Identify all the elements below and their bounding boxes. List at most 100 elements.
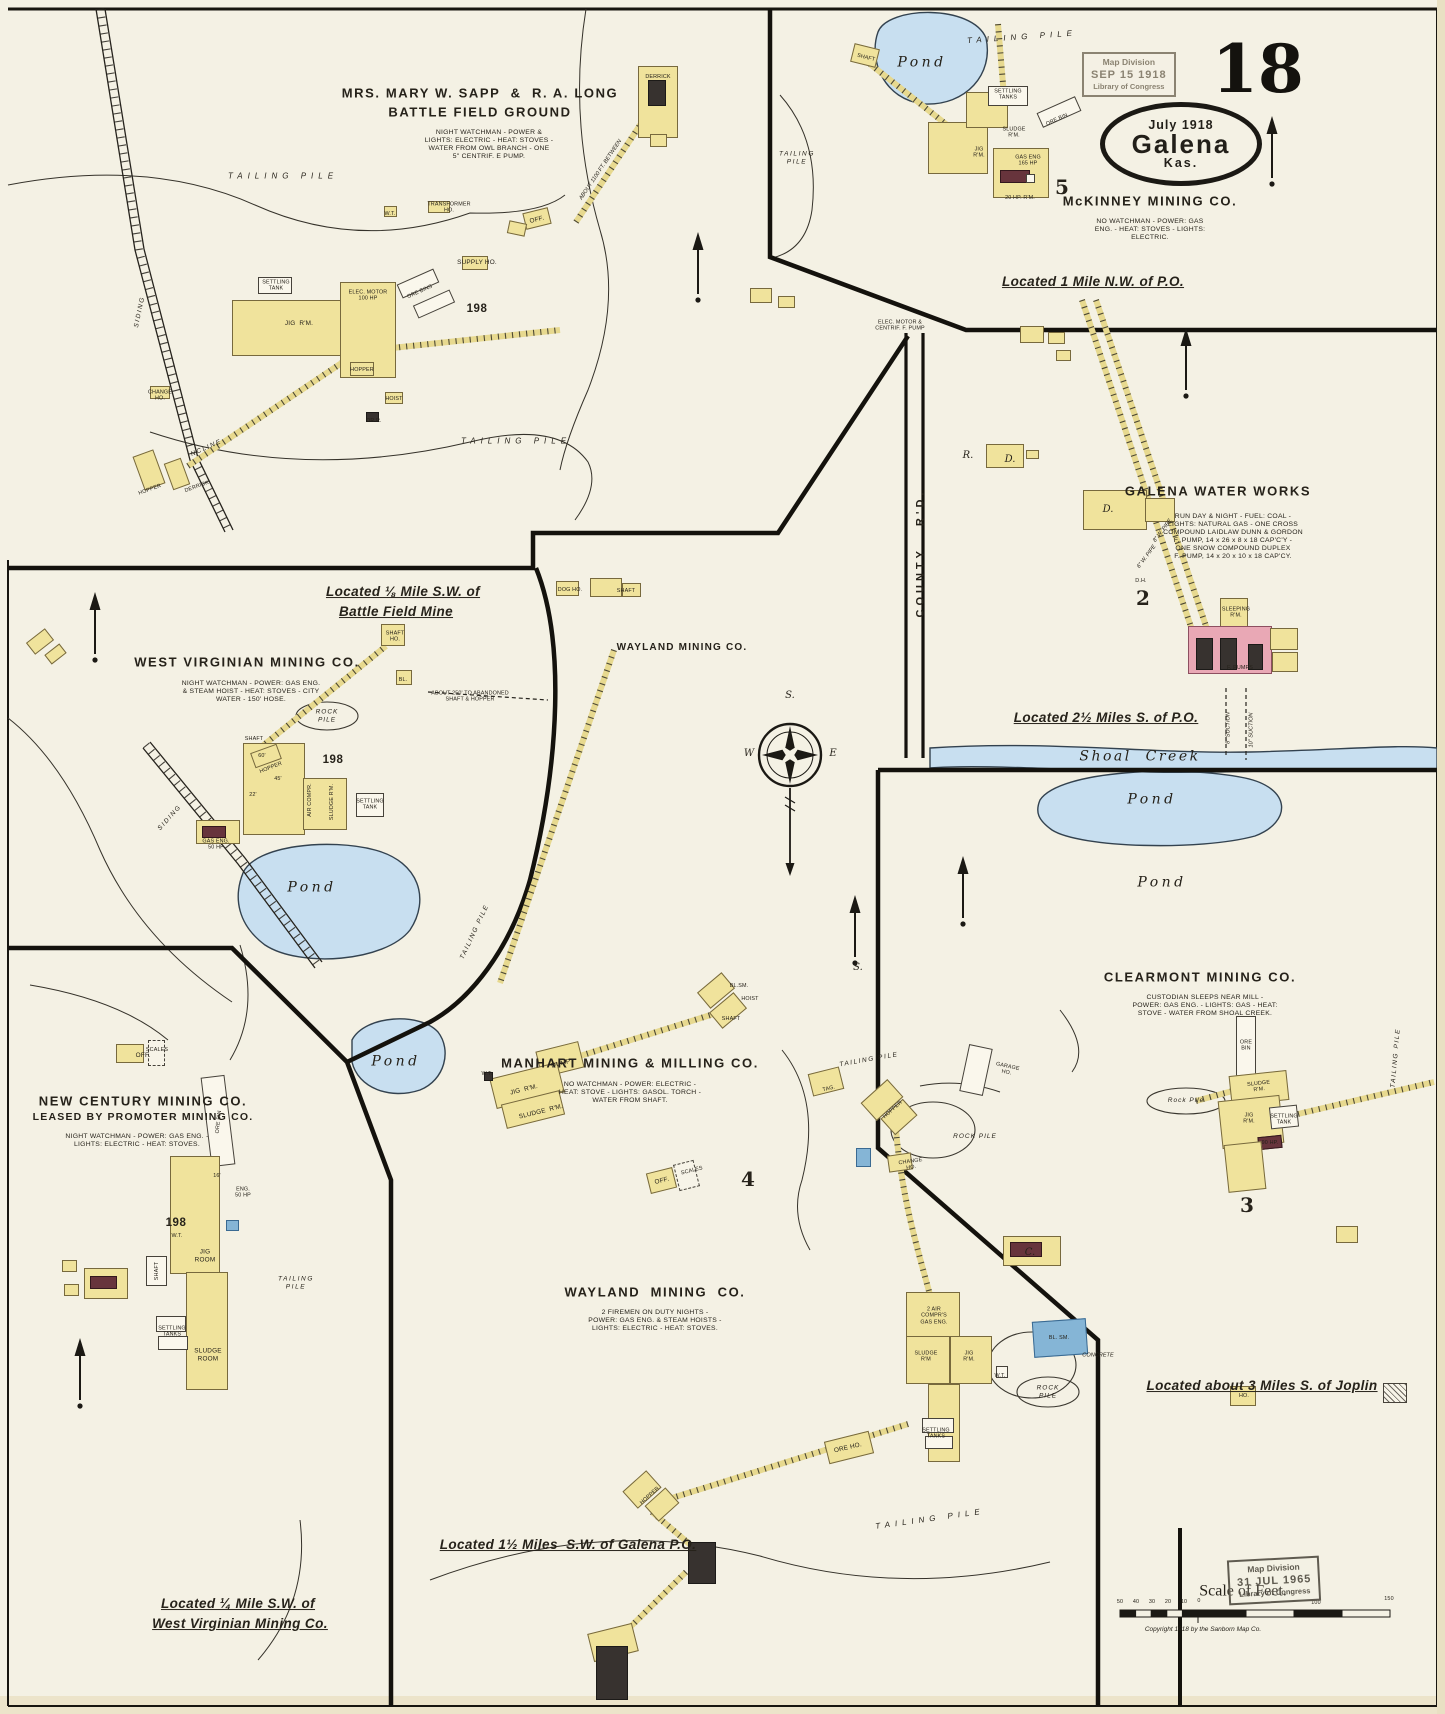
- library-stamp-1918: Map Division SEP 15 1918 Library of Cong…: [1082, 52, 1176, 98]
- map-label: 150: [1384, 1595, 1394, 1602]
- building: [1196, 638, 1213, 670]
- map-label: S.: [785, 690, 795, 702]
- map-label: Pond: [1137, 874, 1187, 891]
- building: [1270, 628, 1298, 650]
- building: [385, 392, 403, 404]
- map-label: GALENA WATER WORKS: [1124, 483, 1312, 499]
- map-label: 40: [1132, 1598, 1140, 1605]
- map-label: Located about 3 Miles S. of Joplin: [1146, 1378, 1378, 1394]
- pond-shapes: [237, 11, 1438, 1095]
- map-label: CHANGE HO.: [148, 389, 172, 402]
- building: [1223, 1141, 1267, 1193]
- map-label: SETTLING TANK: [356, 798, 384, 811]
- map-label: SHAFT HO.: [385, 630, 405, 643]
- map-label: Located 2½ Miles S. of P.O.: [1013, 710, 1199, 726]
- building: [226, 1220, 239, 1231]
- map-label: HOPPER: [350, 366, 374, 373]
- building: [1220, 638, 1237, 670]
- map-label: Battle Field Mine: [338, 604, 454, 620]
- map-label: SLUDGE R'M.: [1002, 126, 1026, 139]
- building: [90, 1276, 117, 1289]
- map-label: BL.SM.: [729, 982, 749, 989]
- building: [556, 581, 579, 596]
- map-label: SETTLING TANK: [1270, 1113, 1298, 1126]
- map-label: SHAFT: [244, 735, 264, 742]
- map-label: SCALES: [145, 1046, 169, 1053]
- map-label: SLUDGE ROOM: [194, 1347, 222, 1362]
- map-label: ABOUT 250' TO ABANDONED SHAFT & HOPPER: [431, 690, 509, 703]
- map-label: 20 HP. R'M.: [1005, 194, 1035, 201]
- map-label: SLUDGE R'M.: [328, 783, 335, 821]
- map-label: WEST VIRGINIAN MINING CO.: [134, 654, 360, 670]
- map-label: 100: [1311, 1599, 1321, 1606]
- building: [64, 1284, 79, 1296]
- building: [350, 362, 374, 376]
- building: [925, 1436, 953, 1449]
- map-label: SUPPLY HO.: [457, 259, 497, 267]
- map-label: AIR COMPR.: [306, 783, 313, 817]
- map-label: RUN DAY & NIGHT - FUEL: COAL - LIGHTS: N…: [1163, 512, 1303, 561]
- building: [232, 300, 358, 356]
- map-label: D.: [1004, 454, 1016, 466]
- map-label: NIGHT WATCHMAN - POWER: GAS ENG. - LIGHT…: [65, 1132, 209, 1148]
- building: [648, 80, 666, 106]
- map-label: GAS ENG 165 HP: [1015, 154, 1041, 167]
- map-label: SLEEPING R'M.: [1221, 606, 1251, 619]
- map-label: W: [743, 748, 755, 760]
- map-label: DERRICK: [645, 73, 671, 80]
- map-label: JIG ROOM: [194, 1248, 216, 1263]
- map-label: 2 AIR COMPR'S GAS ENG.: [920, 1306, 948, 1326]
- map-label: NO WATCHMAN - POWER: ELECTRIC - HEAT: ST…: [558, 1080, 702, 1105]
- map-label: Copyright 1918 by the Sanborn Map Co.: [1144, 1626, 1262, 1634]
- map-label: SHAFT: [721, 1015, 741, 1022]
- map-label: 2 FIREMEN ON DUTY NIGHTS - POWER: GAS EN…: [588, 1308, 722, 1333]
- map-label: 4: [741, 1167, 755, 1192]
- map-label: JIG R'M.: [963, 1350, 975, 1363]
- map-label: 90 HP.: [1261, 1139, 1279, 1146]
- map-label: ELEC. MOTOR & CENTRIF. F. PUMP: [875, 319, 925, 332]
- stamp-line: Map Division: [1102, 57, 1156, 67]
- building: [1383, 1383, 1407, 1403]
- map-label: TAILING PILE: [227, 171, 339, 181]
- building: [928, 122, 988, 174]
- map-label: 50: [1116, 1598, 1124, 1605]
- map-label: DR.R.: [366, 417, 382, 424]
- building: [150, 386, 170, 399]
- map-label: 198: [322, 754, 344, 767]
- map-label: Scale of Feet.: [1199, 1582, 1287, 1600]
- map-label: Shoal Creek: [1079, 748, 1201, 765]
- building: [1056, 350, 1071, 361]
- map-label: Located 1½ Miles S.W. of Galena P.O.: [439, 1537, 697, 1553]
- map-label: ROCK PILE: [953, 1133, 997, 1141]
- map-label: LEASED BY PROMOTER MINING CO.: [32, 1110, 254, 1123]
- map-label: SETTLING TANKS: [994, 88, 1022, 101]
- map-label: Rock Pile: [1167, 1097, 1205, 1105]
- map-label: HOIST: [385, 395, 403, 402]
- map-label: 8" SUCTION: [1225, 712, 1232, 744]
- map-label: NIGHT WATCHMAN - POWER & LIGHTS: ELECTRI…: [424, 128, 554, 161]
- building: [1026, 174, 1035, 183]
- building: [462, 256, 488, 270]
- map-label: W.T.: [994, 1372, 1006, 1379]
- building: [1272, 652, 1298, 672]
- map-label: ROCK PILE: [315, 708, 339, 723]
- map-label: ELEC. MOTOR 100 HP: [348, 289, 388, 302]
- map-label: GAS ENG. 50 HP: [202, 838, 230, 851]
- map-label: 0: [1197, 1597, 1201, 1604]
- map-label: SETTLING TANK: [262, 279, 290, 292]
- map-label: CLEARMONT MINING CO.: [1103, 969, 1297, 985]
- map-label: ENG. 50 HP: [235, 1186, 251, 1199]
- building: [950, 1336, 992, 1384]
- map-label: 45': [274, 775, 282, 782]
- map-label: Located ¼ Mile S.W. of: [160, 1596, 316, 1612]
- building: [922, 1418, 954, 1433]
- paper-edge-right: [1437, 0, 1445, 1714]
- sheet-number: 18: [1212, 30, 1304, 108]
- building: [156, 1316, 186, 1332]
- building: [906, 1336, 950, 1384]
- building: [1230, 1386, 1256, 1406]
- stamp-line: SEP 15 1918: [1091, 69, 1167, 82]
- building: [303, 778, 347, 830]
